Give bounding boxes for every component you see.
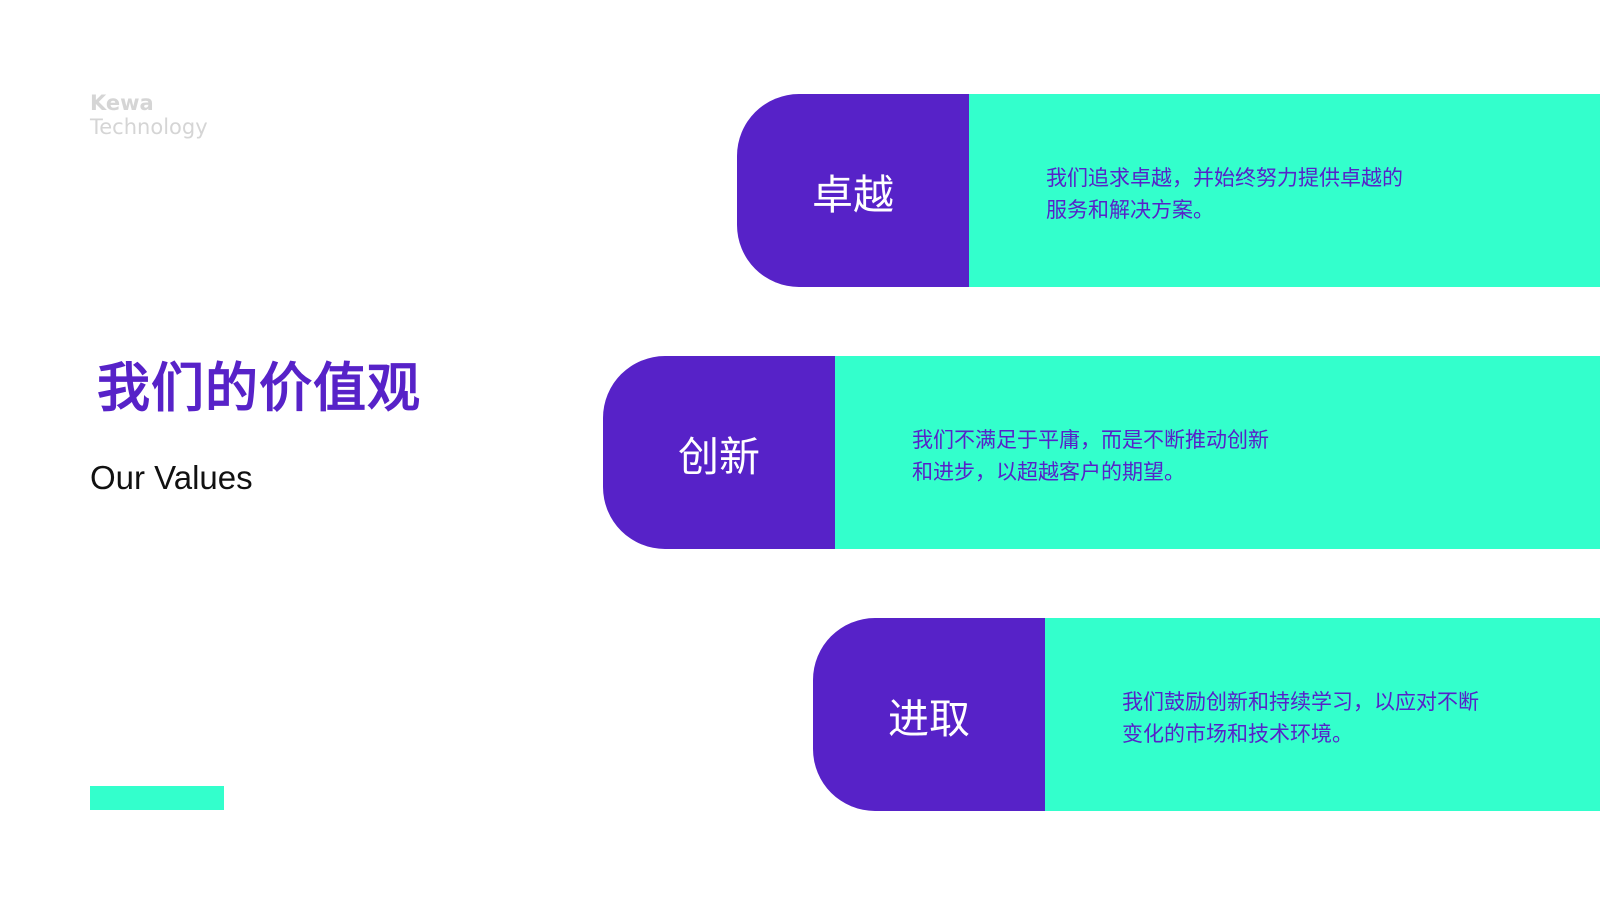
value-label-block: 进取 (813, 618, 1045, 811)
page-subtitle: Our Values (90, 459, 253, 496)
page-title: 我们的价值观 (97, 358, 421, 419)
value-description: 我们鼓励创新和持续学习，以应对不断变化的市场和技术环境。 (1122, 690, 1479, 746)
company-logo: Kewa Technology (90, 91, 208, 139)
value-card-innovation: 创新 我们不满足于平庸，而是不断推动创新和进步，以超越客户的期望。 (603, 356, 1600, 549)
logo-brand-text: Kewa (90, 91, 154, 115)
logo-sub-text: Technology (90, 114, 208, 139)
value-description-block: 我们追求卓越，并始终努力提供卓越的服务和解决方案。 (969, 94, 1600, 287)
value-label-block: 创新 (603, 356, 835, 549)
value-label: 卓越 (812, 170, 894, 219)
value-label: 创新 (678, 432, 760, 481)
value-card-progress: 进取 我们鼓励创新和持续学习，以应对不断变化的市场和技术环境。 (813, 618, 1600, 811)
value-label: 进取 (888, 694, 970, 743)
value-card-excellence: 卓越 我们追求卓越，并始终努力提供卓越的服务和解决方案。 (737, 94, 1600, 287)
value-description-block: 我们不满足于平庸，而是不断推动创新和进步，以超越客户的期望。 (835, 356, 1600, 549)
value-label-block: 卓越 (737, 94, 969, 287)
value-description: 我们不满足于平庸，而是不断推动创新和进步，以超越客户的期望。 (912, 428, 1269, 484)
value-description: 我们追求卓越，并始终努力提供卓越的服务和解决方案。 (1046, 166, 1403, 222)
accent-bar (90, 786, 224, 810)
value-description-block: 我们鼓励创新和持续学习，以应对不断变化的市场和技术环境。 (1045, 618, 1600, 811)
